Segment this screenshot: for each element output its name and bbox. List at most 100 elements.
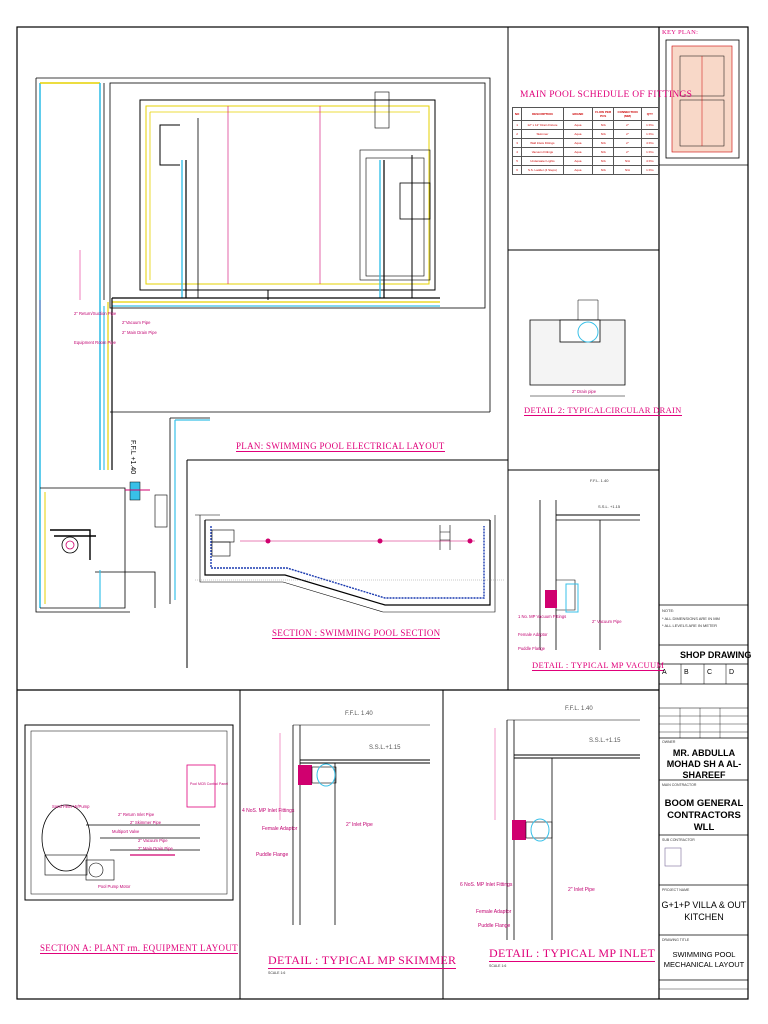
plant-label: 2" Vacuum Pipe: [138, 838, 168, 843]
plan-title: PLAN: SWIMMING POOL ELECTRICAL LAYOUT: [236, 441, 445, 452]
vacuum-linework: [539, 500, 640, 650]
plan-pipe-label-vacuum: 2"Vacuum Pipe: [122, 320, 151, 325]
section-linework: [195, 514, 505, 613]
note-heading: NOTE:: [662, 608, 675, 613]
note-line: * ALL DIMENSIONS ARE IN MM: [662, 616, 720, 621]
table-cell: Skimmer: [521, 129, 564, 139]
plan-linework: [35, 77, 491, 613]
table-cell: 2": [613, 120, 642, 130]
subcontractor-label: SUB CONTRACTOR: [662, 838, 695, 842]
inlet-title: DETAIL : TYPICAL MP INLET: [489, 946, 656, 962]
inlet-linework: [494, 719, 640, 940]
inlet-label-fittings: 6 NoS. MP Inlet Fittings: [460, 882, 513, 888]
owner-label: OWNER: [662, 740, 676, 744]
schedule-header-cell: BRAND: [562, 107, 594, 121]
table-cell: 1: [511, 120, 523, 130]
table-cell: N/A: [592, 147, 615, 157]
inlet-label-pipe: 2" Inlet Pipe: [568, 887, 595, 893]
vacuum-label-pipe: 2" Vacuum Pipe: [592, 619, 622, 624]
plan-pipe-label-return: 2" Return/Suction Pipe: [74, 311, 117, 316]
table-cell: 4 Pcs: [640, 156, 660, 166]
inlet-label-adaptor: Female Adaptor: [476, 909, 512, 915]
rev-col: B: [684, 669, 689, 676]
vacuum-title: DETAIL : TYPICAL MP VACUUM: [532, 660, 665, 671]
skimmer-label-flange: Puddle Flange: [256, 852, 289, 858]
table-cell: N/A: [592, 129, 615, 139]
plant-title: SECTION A: PLANT rm. EQUIPMENT LAYOUT: [40, 943, 238, 954]
skimmer-title: DETAIL : TYPICAL MP SKIMMER: [268, 953, 457, 969]
plant-linework: [24, 724, 234, 901]
shop-drawing-label: SHOP DRAWING: [680, 650, 752, 660]
project-name: G+1+P VILLA & OUT KITCHEN: [661, 900, 747, 922]
drain-title: DETAIL 2: TYPICALCIRCULAR DRAIN: [524, 405, 682, 416]
table-cell: 3: [511, 138, 523, 148]
plant-label: 2" Return Inlet Pipe: [118, 812, 155, 817]
vacuum-ffl: F.F.L. 1.40: [590, 478, 609, 483]
table-cell: S.S. Ladder (4 Steps): [521, 165, 564, 175]
plant-panel-label: Pool MCB Control Panel: [190, 782, 228, 786]
plant-label: Pool Pump Motor: [98, 884, 131, 889]
drain-linework: [529, 299, 626, 397]
table-cell: 2: [511, 129, 523, 139]
inlet-label-flange: Puddle Flange: [478, 923, 511, 929]
table-cell: N/A: [592, 138, 615, 148]
skimmer-linework: [279, 724, 430, 925]
table-cell: N/A: [592, 120, 615, 130]
table-cell: Underwater Lights: [521, 156, 564, 166]
section-title: SECTION : SWIMMING POOL SECTION: [272, 628, 441, 639]
plan-pipe-label-drain: 2" Main Drain Pipe: [122, 330, 157, 335]
table-cell: Aqua: [562, 129, 594, 139]
table-cell: Vacuum Fittings: [521, 147, 564, 157]
plant-label: 2" Main Drain Pipe: [138, 846, 173, 851]
schedule-header-cell: FLOW PER PCS: [592, 107, 615, 121]
table-cell: Aqua: [562, 120, 594, 130]
skimmer-label-pipe: 2" Inlet Pipe: [346, 822, 373, 828]
table-cell: N/A: [592, 165, 615, 175]
skimmer-label-adaptor: Female Adaptor: [262, 826, 298, 832]
table-cell: 6: [511, 165, 523, 175]
keyplan-title: KEY PLAN:: [662, 29, 699, 36]
plant-label: Multiport Valve: [112, 829, 140, 834]
table-cell: 2": [613, 129, 642, 139]
contractor-name: BOOM GENERAL CONTRACTORS WLL: [664, 798, 744, 833]
inlet-ffl: F.F.L. 1.40: [565, 706, 593, 712]
table-cell: N/A: [592, 156, 615, 166]
keyplan-linework: [665, 39, 740, 159]
drain-pipe-label: 2" Drain pipe: [572, 389, 597, 394]
rev-col: D: [729, 669, 735, 676]
vacuum-label-fittings: 1 No. MP Vacuum Fittings: [518, 614, 567, 619]
fittings-schedule-table: NO DESCRIPTION BRAND FLOW PER PCS CONNEC…: [511, 107, 660, 175]
table-cell: 2": [613, 138, 642, 148]
table-cell: N/A: [613, 156, 642, 166]
table-cell: N/A: [613, 165, 642, 175]
plant-label: Sand Filter W/Pump: [52, 804, 90, 809]
skimmer-scale: SCALE 1:6: [268, 971, 286, 975]
table-cell: 1 Pcs: [640, 120, 660, 130]
plan-pipe-label-equipment: Equipment Room Pipe: [74, 340, 116, 345]
table-cell: Aqua: [562, 165, 594, 175]
skimmer-ssl: S.S.L.+1.15: [369, 745, 401, 751]
titleblock-linework: [659, 164, 748, 990]
inlet-scale: SCALE 1:6: [489, 964, 507, 968]
owner-name: MR. ABDULLA MOHAD SH A AL-SHAREEF: [666, 748, 742, 780]
table-cell: Aqua: [562, 138, 594, 148]
skimmer-label-fittings: 4 NoS. MP Inlet Fittings: [242, 808, 295, 814]
table-cell: 4 Pcs: [640, 138, 660, 148]
schedule-header-cell: CONNECTION (MM): [613, 107, 642, 121]
schedule-header-cell: DESCRIPTION: [521, 107, 564, 121]
drawing-title-label: DRAWING TITLE: [662, 938, 690, 942]
table-cell: Aqua: [562, 156, 594, 166]
vacuum-label-adaptor: Female Adaptor: [518, 632, 548, 637]
plant-label: 2" Skimmer Pipe: [130, 820, 162, 825]
schedule-title: MAIN POOL SCHEDULE OF FITTINGS: [520, 90, 693, 100]
table-cell: 4: [511, 147, 523, 157]
table-cell: 1 Pcs: [640, 165, 660, 175]
table-cell: 1 Pcs: [640, 147, 660, 157]
vacuum-label-flange: Puddle Flange: [518, 646, 546, 651]
